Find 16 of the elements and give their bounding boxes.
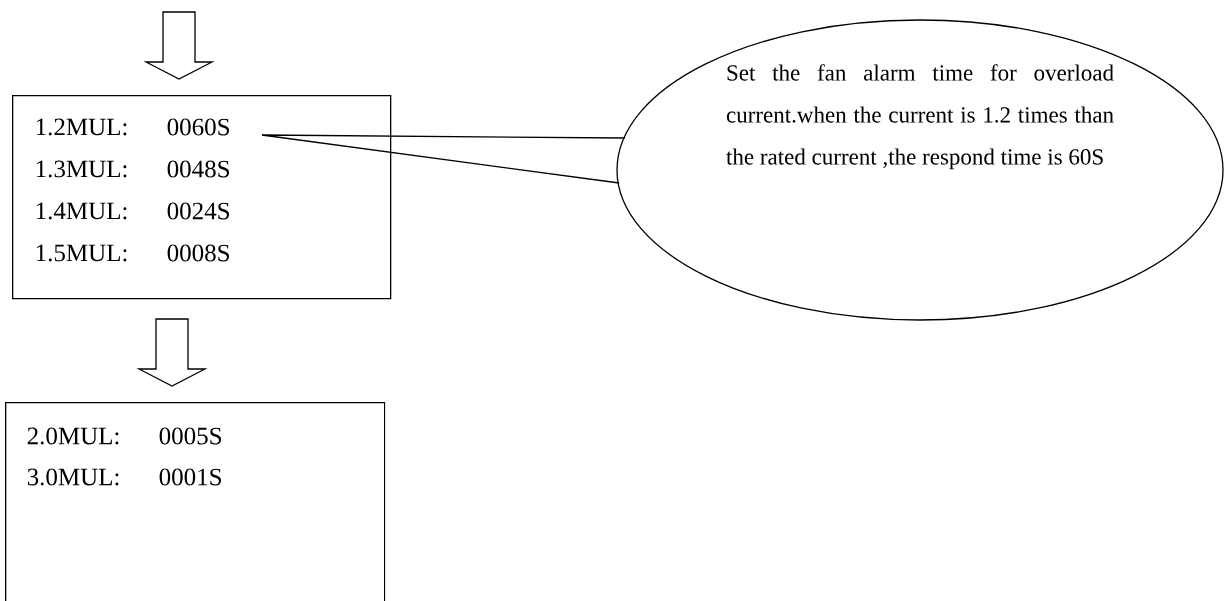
setting-label: 2.0MUL: <box>27 427 119 445</box>
callout-tail <box>261 134 626 184</box>
time-value: 0005S <box>159 427 221 445</box>
setting-label: 3.0MUL: <box>27 468 119 486</box>
setting-label: 1.2MUL: <box>36 118 127 136</box>
time-value: 0001S <box>159 468 221 486</box>
time-value: 0008S <box>167 244 229 262</box>
block-arrow <box>136 318 208 387</box>
setting-label: 1.3MUL: <box>36 160 127 178</box>
setting-label: 1.5MUL: <box>36 244 127 262</box>
callout-bubble: Set the fan alarm time for overload current.when the current is 1.2 times than the rated current ,the respond time is 60S <box>616 19 1224 321</box>
time-value: 0048S <box>167 160 229 178</box>
setting-label: 1.4MUL: <box>36 202 127 220</box>
block-arrow <box>143 11 215 80</box>
time-value: 0060S <box>167 118 229 136</box>
time-value: 0024S <box>167 202 229 220</box>
